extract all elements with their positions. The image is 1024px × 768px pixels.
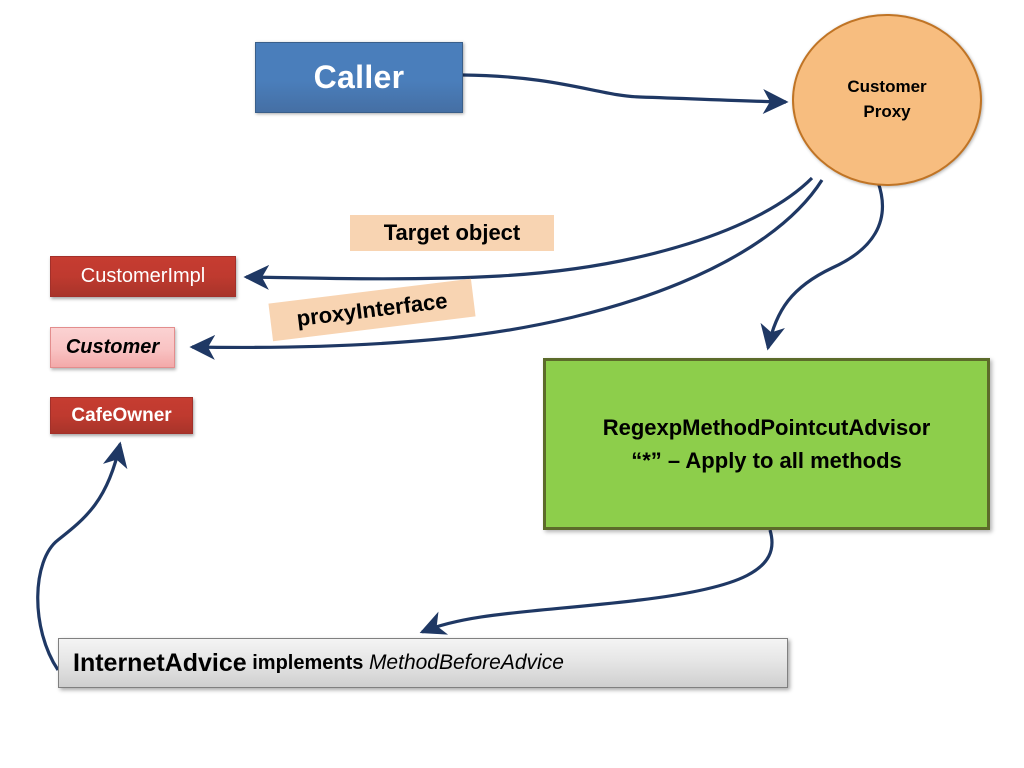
customer-interface-box[interactable]: Customer bbox=[50, 327, 175, 368]
customer-impl-label: CustomerImpl bbox=[80, 265, 206, 287]
arrow-advisor-to-internet-advice bbox=[419, 529, 774, 635]
customer-impl-box[interactable]: CustomerImpl bbox=[50, 256, 236, 297]
internet-advice-name: InternetAdvice bbox=[73, 648, 247, 677]
customer-proxy-node[interactable]: Customer Proxy bbox=[792, 14, 982, 186]
caller-box[interactable]: Caller bbox=[255, 42, 463, 113]
arrow-caller-to-proxy bbox=[462, 73, 789, 114]
advisor-box[interactable]: RegexpMethodPointcutAdvisor “*” – Apply … bbox=[543, 358, 990, 530]
cafe-owner-box[interactable]: CafeOwner bbox=[50, 397, 193, 434]
internet-advice-interface: MethodBeforeAdvice bbox=[368, 651, 564, 674]
customer-proxy-label-line2: Proxy bbox=[863, 102, 911, 121]
target-object-label: Target object bbox=[383, 220, 521, 245]
proxy-interface-label: proxyInterface bbox=[295, 287, 449, 332]
advisor-label-line2: “*” – Apply to all methods bbox=[631, 448, 902, 473]
target-object-annotation: Target object bbox=[350, 215, 554, 251]
internet-advice-keyword: implements bbox=[246, 651, 369, 674]
customer-interface-label: Customer bbox=[65, 336, 160, 358]
customer-proxy-label-line1: Customer bbox=[847, 77, 927, 97]
proxy-interface-annotation: proxyInterface bbox=[268, 278, 476, 342]
internet-advice-bar[interactable]: InternetAdvice implements MethodBeforeAd… bbox=[58, 638, 788, 688]
caller-label: Caller bbox=[313, 59, 405, 95]
arrow-proxy-to-advisor bbox=[760, 181, 884, 351]
cafe-owner-label: CafeOwner bbox=[71, 404, 172, 426]
arrow-internet-advice-to-cafe-owner bbox=[36, 441, 128, 671]
advisor-label-line1: RegexpMethodPointcutAdvisor bbox=[602, 415, 931, 440]
